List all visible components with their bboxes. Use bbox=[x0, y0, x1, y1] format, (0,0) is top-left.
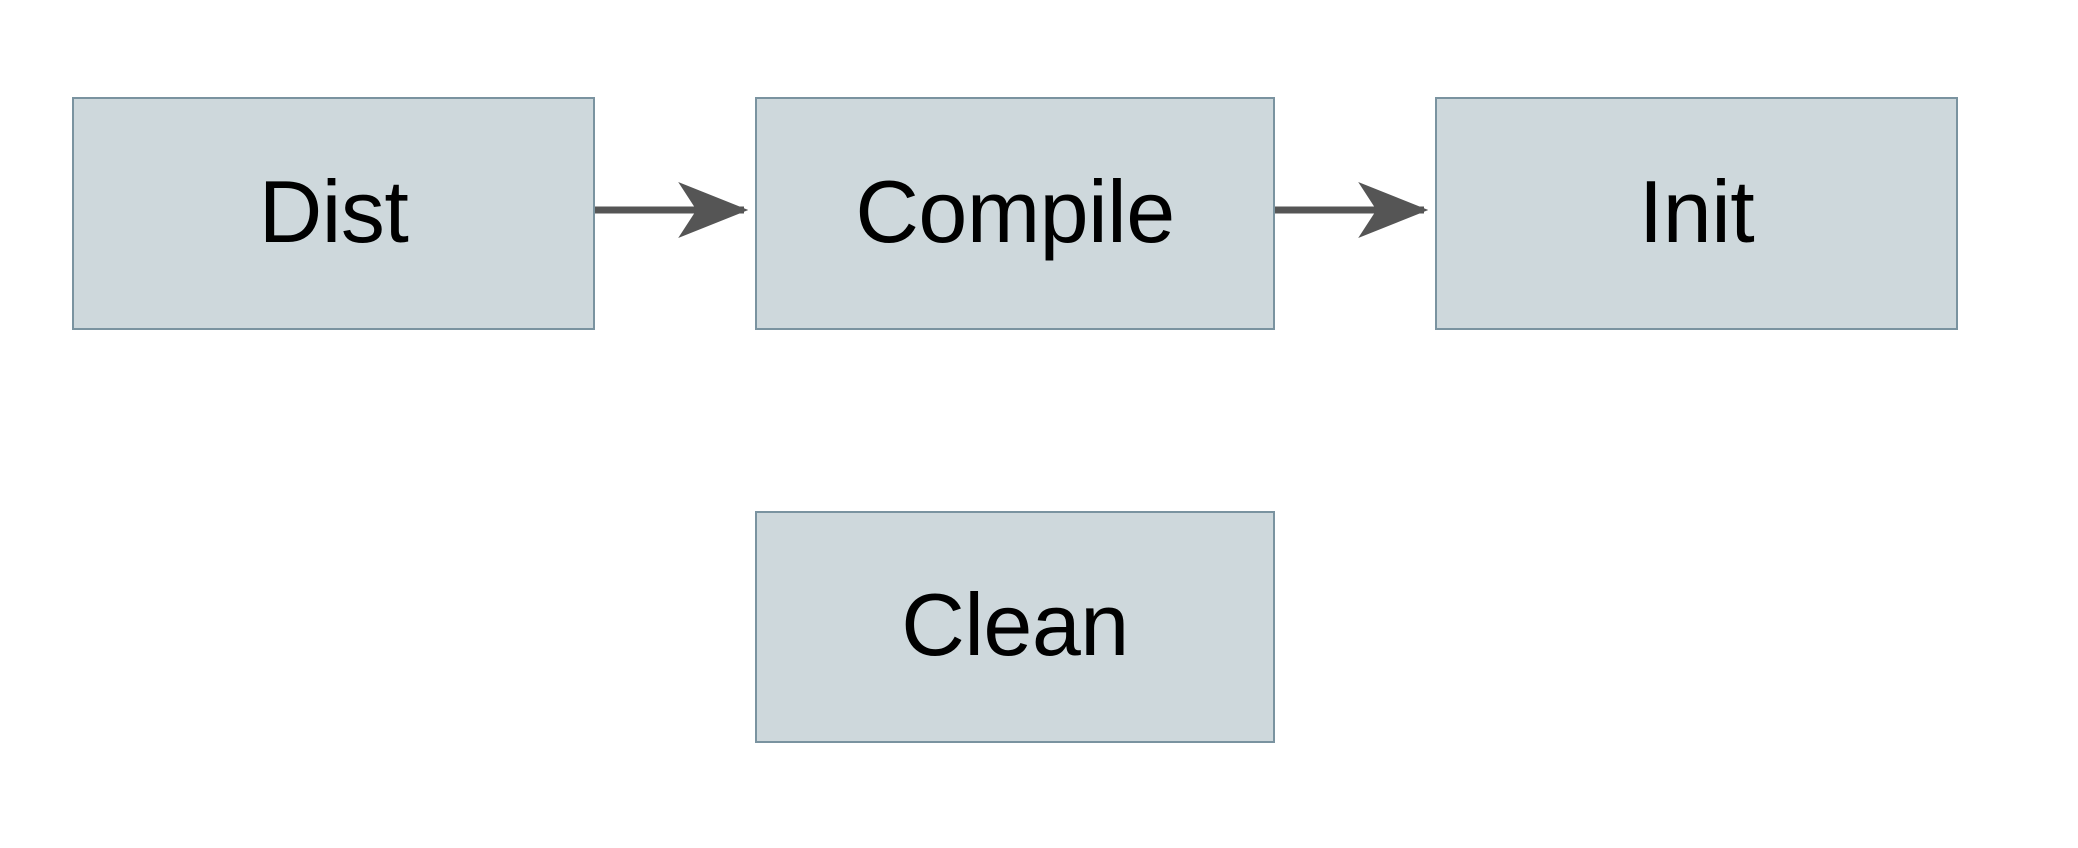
node-compile[interactable]: Compile bbox=[755, 97, 1275, 330]
node-dist-label: Dist bbox=[258, 161, 409, 261]
node-clean[interactable]: Clean bbox=[755, 511, 1275, 743]
node-init[interactable]: Init bbox=[1435, 97, 1958, 330]
node-init-label: Init bbox=[1638, 161, 1755, 261]
node-compile-label: Compile bbox=[855, 161, 1175, 261]
node-clean-label: Clean bbox=[901, 575, 1129, 674]
node-dist[interactable]: Dist bbox=[72, 97, 595, 330]
